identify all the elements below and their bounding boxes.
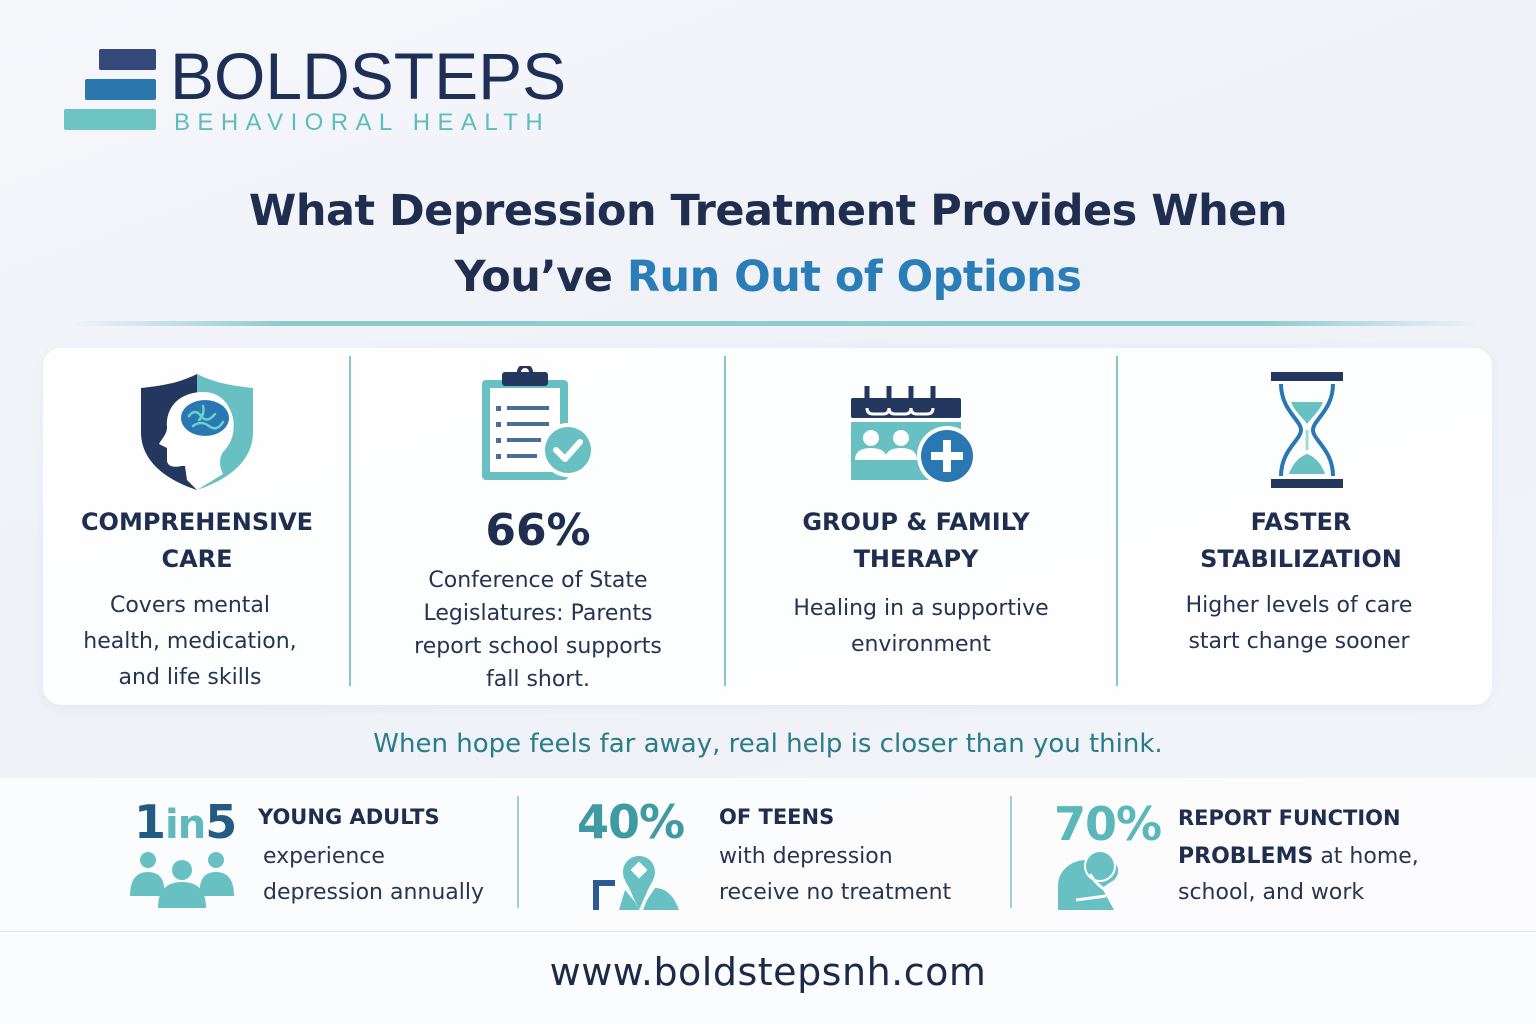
footer-divider xyxy=(0,931,1536,932)
people-group-icon xyxy=(130,852,234,908)
tagline: When hope feels far away, real help is c… xyxy=(373,729,1163,759)
stat-value: 40% xyxy=(577,795,685,849)
teen-location-pin-icon xyxy=(593,856,679,910)
stat-divider xyxy=(1010,796,1012,908)
stat-heading: REPORT FUNCTION xyxy=(1178,806,1401,830)
stat-divider xyxy=(517,796,519,908)
title-divider xyxy=(70,321,1476,326)
column-divider xyxy=(724,356,726,686)
column-divider xyxy=(1116,356,1118,686)
feature-group-family-therapy: GROUP & FAMILY THERAPY Healing in a supp… xyxy=(726,348,1116,705)
brand-name: BOLDSTEPS xyxy=(170,39,567,113)
stats-band: 1in5 YOUNG ADULTS experience depression … xyxy=(0,778,1536,931)
stat-function-problems: 70% REPORT FUNCTION PROBLEMS at home, sc… xyxy=(1012,778,1536,931)
feature-heading: COMPREHENSIVE CARE xyxy=(80,508,314,573)
stat-value: 70% xyxy=(1054,797,1162,851)
stat-heading: YOUNG ADULTS xyxy=(258,805,440,829)
calendar-group-plus-icon xyxy=(851,386,977,486)
stat-value: 66% xyxy=(485,505,591,556)
feature-description: Healing in a supportive environment xyxy=(793,596,1049,657)
title-line-1: What Depression Treatment Provides When xyxy=(248,186,1288,236)
feature-comprehensive-care: COMPREHENSIVE CARE Covers mental health,… xyxy=(43,348,351,705)
stat-young-adults: 1in5 YOUNG ADULTS experience depression … xyxy=(0,778,518,931)
stat-heading: OF TEENS xyxy=(719,805,835,829)
title-line-2: You’ve Run Out of Options xyxy=(454,252,1082,302)
shield-brain-icon xyxy=(141,374,253,490)
feature-heading: FASTER STABILIZATION xyxy=(1200,508,1402,573)
website-link[interactable]: www.boldstepsnh.com xyxy=(549,950,987,994)
features-card: COMPREHENSIVE CARE Covers mental health,… xyxy=(43,348,1492,705)
brand-subtitle: BEHAVIORAL HEALTH xyxy=(174,109,551,136)
footer xyxy=(0,932,1536,1024)
page-title: What Depression Treatment Provides When … xyxy=(0,178,1536,310)
stat-description: with depression receive no treatment xyxy=(719,844,952,905)
stat-description: PROBLEMS at home, school, and work xyxy=(1178,844,1419,905)
feature-faster-stabilization: FASTER STABILIZATION Higher levels of ca… xyxy=(1118,348,1492,705)
feature-heading: GROUP & FAMILY THERAPY xyxy=(802,508,1030,573)
feature-description: Covers mental health, medication, and li… xyxy=(83,593,297,690)
stat-description: experience depression annually xyxy=(263,844,485,905)
head-in-hand-icon xyxy=(1058,850,1122,911)
stat-teens: 40% OF TEENS with depression receive no … xyxy=(519,778,1011,931)
feature-description: Conference of State Legislatures: Parent… xyxy=(414,568,662,692)
clipboard-check-icon xyxy=(482,366,595,480)
stat-value: 1in5 xyxy=(134,795,237,849)
hourglass-icon xyxy=(1271,372,1343,488)
feature-description: Higher levels of care start change soone… xyxy=(1185,593,1413,654)
column-divider xyxy=(349,356,351,686)
feature-school-support-stat: 66% Conference of State Legislatures: Pa… xyxy=(351,348,725,705)
title-accent: Run Out of Options xyxy=(626,252,1082,302)
brand-logo: BOLDSTEPS BEHAVIORAL HEALTH xyxy=(64,40,604,138)
steps-logo-icon xyxy=(64,46,156,138)
